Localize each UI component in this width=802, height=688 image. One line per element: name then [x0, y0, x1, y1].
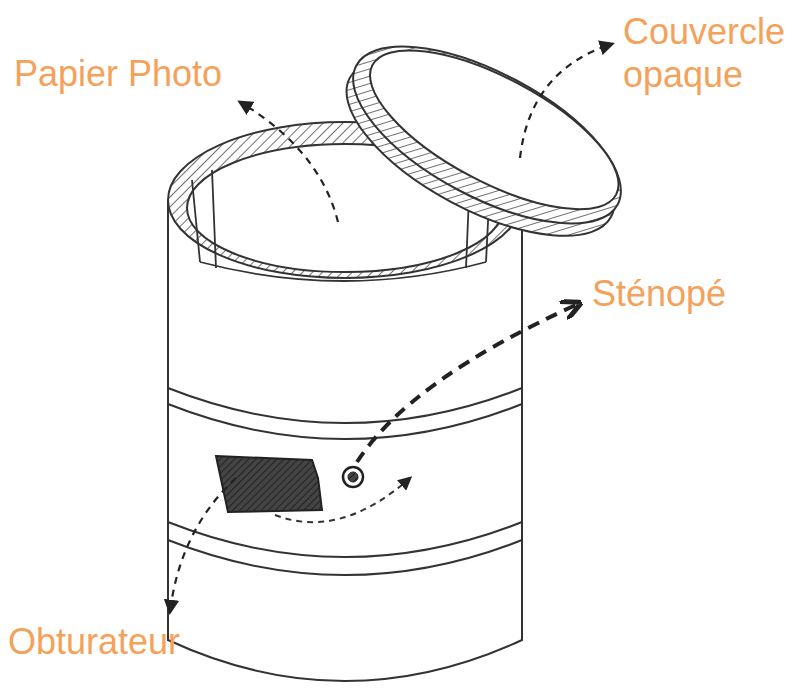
- part-label: Obturateur: [8, 620, 180, 663]
- part-label: Couvercle opaque: [623, 10, 798, 96]
- opaque-lid: [321, 11, 647, 272]
- shutter: [216, 456, 322, 512]
- part-label: Sténopé: [592, 272, 726, 315]
- leader-lines: [170, 44, 612, 612]
- part-label: Papier Photo: [14, 52, 222, 95]
- motion-arrow: [275, 478, 410, 522]
- pinhole: [343, 467, 363, 487]
- pinhole-hole: [348, 472, 358, 482]
